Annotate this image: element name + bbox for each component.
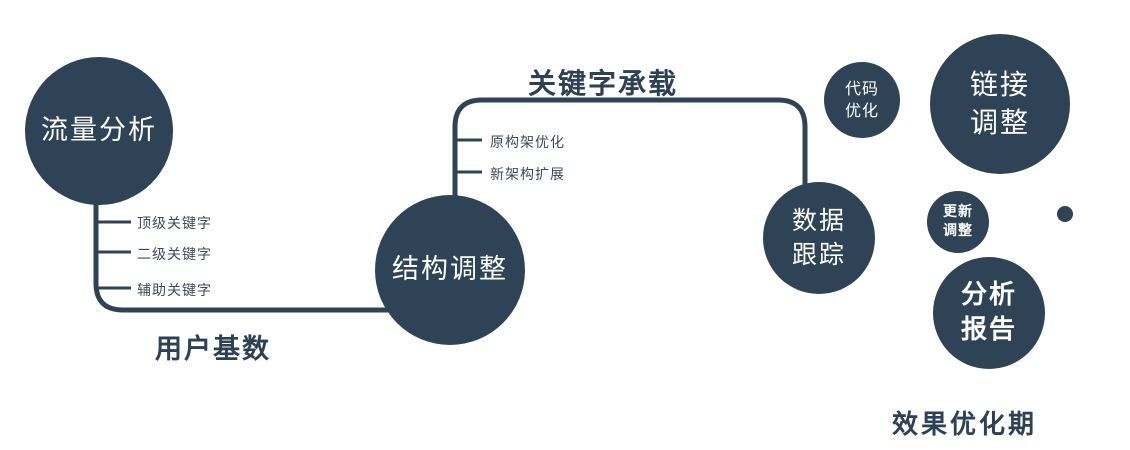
node-link-adjustment-label: 链接 调整 (969, 68, 1030, 139)
node-data-tracking: 数据 跟踪 (763, 182, 875, 294)
node-code-optimization: 代码 优化 (824, 62, 900, 138)
tick-label-second-keyword: 二级关键字 (137, 247, 212, 263)
tick-label-original-arch: 原构架优化 (490, 135, 565, 151)
node-analysis-report: 分析 报告 (933, 257, 1045, 369)
node-code-optimization-label: 代码 优化 (844, 79, 879, 120)
tick-label-aux-keyword: 辅助关键字 (137, 283, 212, 299)
node-update-adjustment: 更新 调整 (927, 191, 989, 253)
tick-label-new-arch: 新架构扩展 (490, 167, 565, 183)
caption-effect-optimization: 效果优化期 (892, 410, 1038, 440)
connector-traffic-to-structure (93, 198, 392, 313)
node-traffic-analysis-label: 流量分析 (41, 114, 157, 146)
edge-label-user-base: 用户基数 (155, 334, 271, 365)
node-link-adjustment: 链接 调整 (930, 34, 1070, 174)
node-data-tracking-label: 数据 跟踪 (791, 206, 846, 269)
connector-structure-to-datatracking (452, 97, 808, 204)
node-analysis-report-label: 分析 报告 (960, 279, 1017, 345)
tick-label-top-keyword: 顶级关键字 (137, 216, 212, 232)
node-structure-adjustment: 结构调整 (375, 195, 525, 345)
node-update-adjustment-label: 更新 调整 (943, 204, 973, 239)
edge-label-keyword-carry: 关键字承载 (528, 67, 679, 100)
node-traffic-analysis: 流量分析 (25, 57, 173, 205)
small-dot (1057, 206, 1073, 222)
node-structure-adjustment-label: 结构调整 (392, 253, 508, 285)
